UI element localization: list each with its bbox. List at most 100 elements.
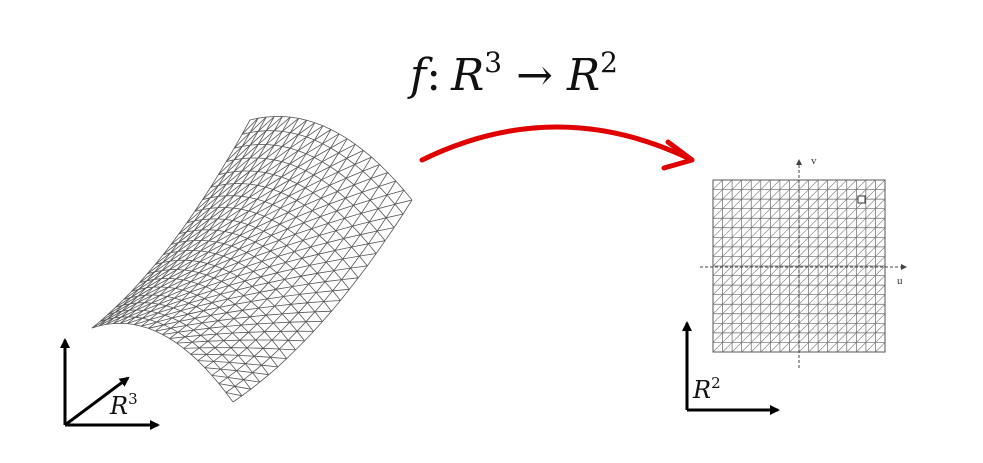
mesh-edge xyxy=(342,255,360,260)
mesh-edge xyxy=(255,216,265,228)
mesh-edge xyxy=(394,203,404,215)
mesh-edge xyxy=(304,187,314,194)
mesh-edge xyxy=(248,224,257,228)
mesh-edge xyxy=(161,260,171,271)
mesh-edge xyxy=(261,357,271,366)
mesh-edge xyxy=(192,250,202,261)
mesh-edge xyxy=(157,312,166,316)
mesh-edge xyxy=(326,230,337,243)
mesh-edge xyxy=(332,290,341,301)
mesh-edge xyxy=(193,218,211,231)
mesh-edge xyxy=(257,158,267,172)
mesh-edge xyxy=(265,158,275,161)
mesh-edge xyxy=(307,302,316,313)
grid-diagonal xyxy=(751,332,761,343)
maps-to-arrow: → xyxy=(516,50,553,101)
mesh-edge xyxy=(281,134,299,147)
mesh-edge xyxy=(180,310,188,315)
u-axis-label: u xyxy=(897,275,903,287)
grid-diagonal xyxy=(731,208,742,219)
mesh-edge xyxy=(156,317,173,323)
grid-diagonal xyxy=(846,246,857,257)
mesh-edge xyxy=(312,192,322,199)
mesh-edge xyxy=(187,310,204,315)
mesh-edge xyxy=(242,157,251,159)
mesh-edge xyxy=(353,184,363,193)
mesh-edge xyxy=(177,240,194,252)
mesh-edge xyxy=(201,322,210,329)
mesh-edge xyxy=(165,297,175,306)
mesh-edge xyxy=(337,191,346,199)
mesh-edge xyxy=(297,174,314,184)
mesh-edge xyxy=(279,340,289,350)
mesh-edge xyxy=(149,319,157,323)
mesh-edge xyxy=(123,288,140,300)
mesh-edge xyxy=(212,285,230,291)
mesh-edge xyxy=(218,161,227,175)
grid-diagonal xyxy=(798,227,809,238)
mesh-edge xyxy=(277,256,286,263)
mesh-edge xyxy=(245,256,255,267)
mesh-edge xyxy=(306,125,324,138)
mesh-edge xyxy=(151,296,168,304)
mesh-edge xyxy=(338,143,356,154)
grid-diagonal xyxy=(731,218,742,228)
mesh-edge xyxy=(256,189,274,200)
r2-axes: R2 xyxy=(682,321,780,415)
mesh-edge xyxy=(236,370,253,373)
grid-diagonal xyxy=(875,218,886,228)
mesh-edge xyxy=(231,222,241,234)
mesh-edge xyxy=(207,340,216,348)
mesh-edge xyxy=(231,245,240,250)
mesh-edge xyxy=(249,158,267,172)
grid-diagonal xyxy=(770,304,781,314)
mesh-edge xyxy=(257,116,275,132)
grid-diagonal xyxy=(722,237,733,248)
mesh-edge xyxy=(350,267,359,279)
grid-diagonal xyxy=(856,246,867,257)
mesh-edge xyxy=(192,251,209,262)
mesh-edge xyxy=(156,314,166,323)
mesh-edge xyxy=(273,146,283,161)
mesh-edge xyxy=(300,265,311,277)
mesh-edge xyxy=(320,185,330,199)
grid-diagonal xyxy=(789,189,800,200)
mesh-edge xyxy=(273,116,283,131)
mesh-edge xyxy=(379,164,388,173)
grid-diagonal xyxy=(837,284,847,295)
mesh-edge xyxy=(194,209,203,212)
mesh-edge xyxy=(207,241,217,253)
mesh-edge xyxy=(329,158,347,167)
mesh-edge xyxy=(166,305,174,309)
grid-diagonal xyxy=(760,294,771,305)
mesh-edge xyxy=(346,138,356,145)
mesh-edge xyxy=(229,262,239,273)
grid-diagonal xyxy=(798,332,809,343)
grid-diagonal xyxy=(827,313,838,324)
grid-diagonal xyxy=(731,256,742,267)
grid-diagonal xyxy=(731,284,742,295)
grid-diagonal xyxy=(856,227,867,238)
mesh-edge xyxy=(253,266,270,272)
grid-diagonal xyxy=(741,294,752,305)
mesh-edge xyxy=(245,266,254,272)
mesh-edge xyxy=(115,297,132,308)
mesh-edge xyxy=(113,316,129,324)
mesh-edge xyxy=(255,219,273,228)
mesh-edge xyxy=(182,283,199,291)
mesh-edge xyxy=(258,305,275,309)
mesh-edge xyxy=(173,300,182,309)
mesh-edge xyxy=(351,243,369,248)
grid-diagonal xyxy=(846,189,857,200)
mesh-edge xyxy=(256,201,266,214)
mesh-edge xyxy=(123,297,132,300)
mesh-edge xyxy=(287,228,296,235)
mesh-edge xyxy=(227,377,236,387)
mesh-edge xyxy=(215,243,225,255)
mesh-edge xyxy=(289,153,307,165)
mesh-edge xyxy=(249,157,259,172)
mesh-edge xyxy=(178,222,188,235)
mesh-edge xyxy=(245,261,263,268)
mesh-edge xyxy=(265,161,283,174)
grid-diagonal xyxy=(798,294,809,305)
